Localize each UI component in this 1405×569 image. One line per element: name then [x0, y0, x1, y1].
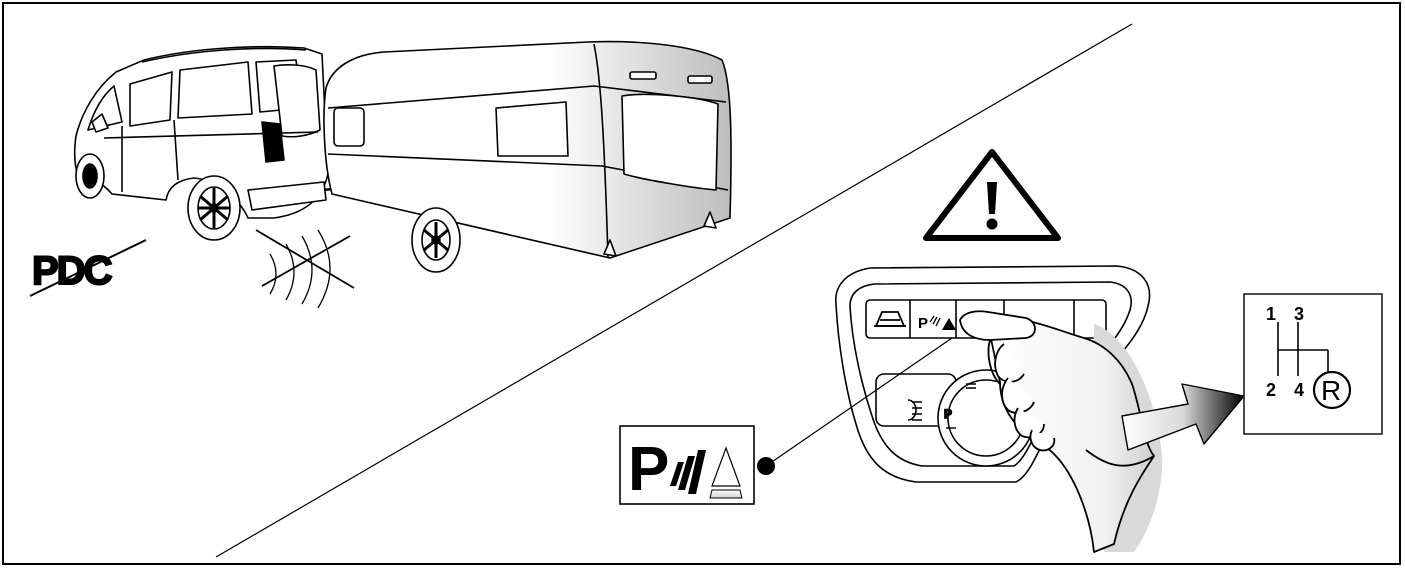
warning-triangle-icon	[926, 152, 1058, 238]
pdc-label: PDC	[32, 249, 112, 293]
pdc-crossed-label: PDC	[30, 240, 146, 296]
gear-4: 4	[1294, 380, 1304, 400]
gear-3: 3	[1294, 304, 1304, 324]
gear-pattern-box: 1 3 2 4 R	[1244, 294, 1382, 434]
caravan-illustration	[324, 42, 731, 272]
svg-text:P: P	[918, 315, 928, 332]
sensor-waves-crossed-icon	[256, 230, 354, 308]
svg-text:P: P	[944, 407, 952, 421]
van-illustration	[75, 47, 340, 240]
gear-r: R	[1321, 375, 1341, 406]
gear-2: 2	[1266, 380, 1276, 400]
illustration-canvas: PDC	[4, 4, 1399, 563]
gear-1: 1	[1266, 304, 1276, 324]
parking-symbol-letter: P	[628, 435, 669, 504]
